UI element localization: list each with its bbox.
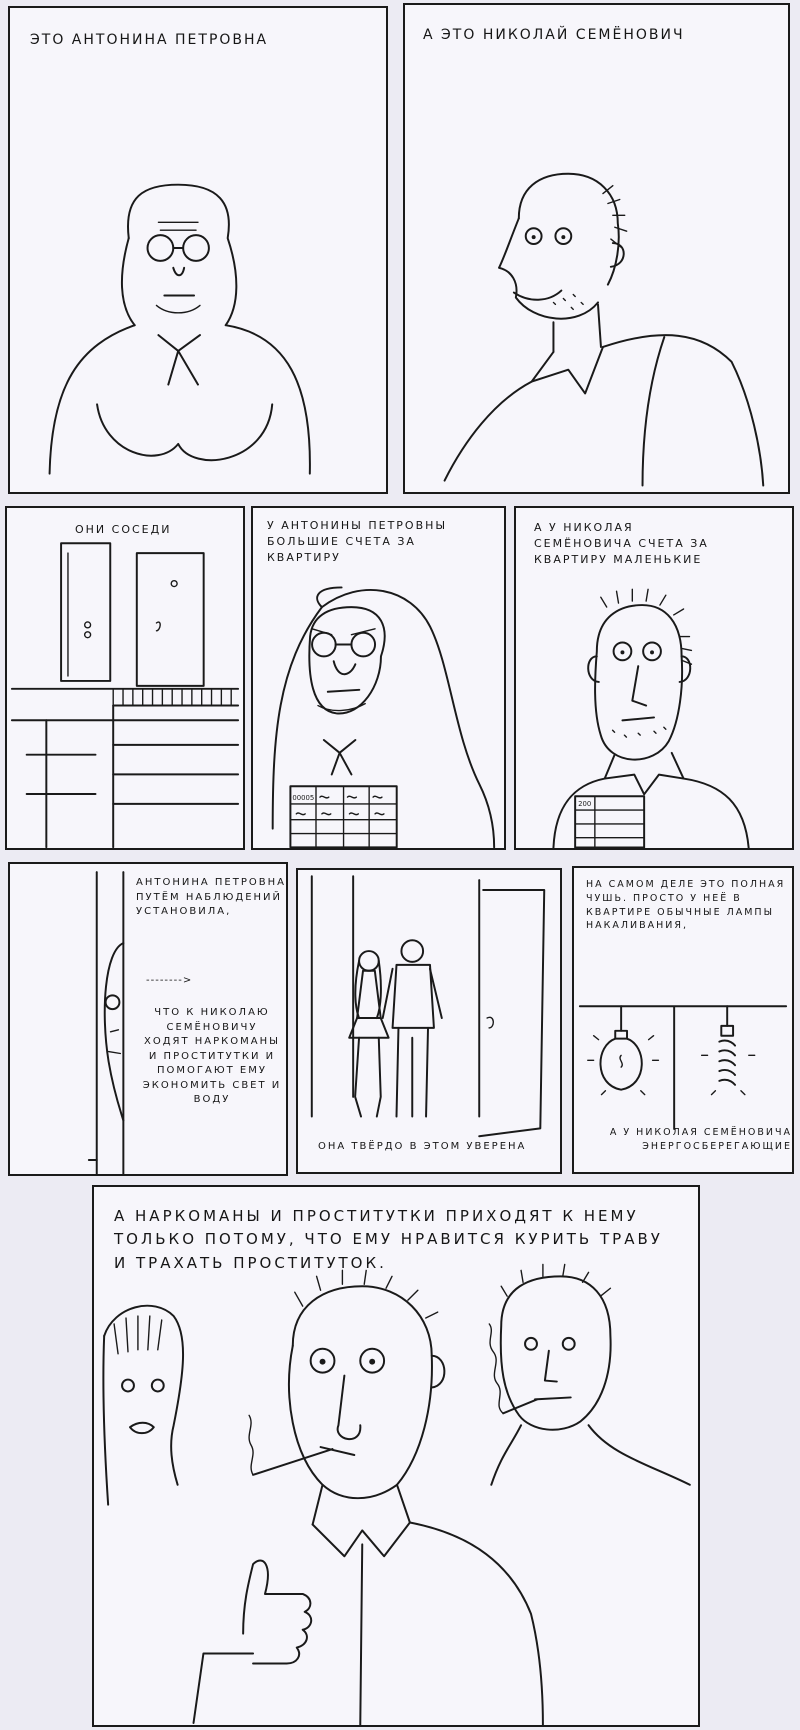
panel-nikolai-intro: А ЭТО НИКОЛАЙ СЕМЁНОВИЧ	[403, 3, 790, 494]
panel-finale: А НАРКОМАНЫ И ПРОСТИТУТКИ ПРИХОДЯТ К НЕМ…	[92, 1185, 700, 1727]
nikolai-with-small-bill: 200	[552, 588, 750, 848]
caption-antonina-intro: ЭТО АНТОНИНА ПЕТРОВНА	[30, 32, 269, 48]
caption-bulbs-top: НА САМОМ ДЕЛЕ ЭТО ПОЛНАЯ ЧУШЬ. ПРОСТО У …	[586, 879, 786, 932]
panel-bulbs: НА САМОМ ДЕЛЕ ЭТО ПОЛНАЯ ЧУШЬ. ПРОСТО У …	[572, 866, 794, 1174]
bill-amount-big: 00005	[292, 794, 314, 802]
nikolai-portrait	[443, 172, 765, 487]
panel-antonina-bills: 00005 У АНТОНИНЫ ПЕТРОВНЫ БОЛЬШИЕ СЧЕТА …	[251, 506, 506, 850]
panel-antonina-observes: АНТОНИНА ПЕТРОВНА ПУТЁМ НАБЛЮДЕНИЙ УСТАН…	[8, 862, 288, 1176]
caption-neighbors: ОНИ СОСЕДИ	[75, 523, 172, 536]
bill-amount-small: 200	[578, 800, 591, 808]
caption-observes-bottom: ЧТО К НИКОЛАЮ СЕМЁНОВИЧУ ХОДЯТ НАРКОМАНЫ…	[142, 1007, 282, 1105]
caption-nikolai-bills: А У НИКОЛАЯ СЕМЁНОВИЧА СЧЕТА ЗА КВАРТИРУ…	[534, 521, 709, 566]
caption-antonina-bills: У АНТОНИНЫ ПЕТРОВНЫ БОЛЬШИЕ СЧЕТА ЗА КВА…	[267, 519, 448, 564]
couple-entering-door-drawing	[310, 875, 546, 1138]
caption-bulbs-bottom: А У НИКОЛАЯ СЕМЁНОВИЧА ЭНЕРГОСБЕРЕГАЮЩИЕ	[609, 1127, 792, 1152]
incandescent-bulb-icon	[587, 1005, 660, 1096]
caption-observes-top: АНТОНИНА ПЕТРОВНА ПУТЁМ НАБЛЮДЕНИЙ УСТАН…	[136, 877, 286, 917]
caption-nikolai-intro: А ЭТО НИКОЛАЙ СЕМЁНОВИЧ	[423, 27, 685, 43]
panel-she-is-sure: ОНА ТВЁРДО В ЭТОМ УВЕРЕНА	[296, 868, 562, 1174]
caption-finale: А НАРКОМАНЫ И ПРОСТИТУТКИ ПРИХОДЯТ К НЕМ…	[114, 1207, 663, 1272]
neighbors-doors-drawing	[10, 542, 240, 848]
antonina-peeking-drawing	[87, 871, 125, 1174]
antonina-with-big-bill: 00005	[271, 586, 496, 848]
antonina-portrait	[48, 183, 311, 475]
panel-antonina-intro: ЭТО АНТОНИНА ПЕТРОВНА	[8, 6, 388, 494]
energy-saving-bulb-icon	[700, 1005, 756, 1096]
caption-she-is-sure: ОНА ТВЁРДО В ЭТОМ УВЕРЕНА	[318, 1141, 527, 1152]
panel-neighbors: ОНИ СОСЕДИ	[5, 506, 245, 850]
finale-trio-drawing	[102, 1263, 691, 1725]
light-bulbs-drawing	[578, 1005, 788, 1130]
caption-observes-arrow: -------->	[146, 975, 193, 986]
panel-nikolai-bills: 200 А У НИКОЛАЯ СЕМЁНОВИЧА СЧЕТА ЗА КВАР…	[514, 506, 794, 850]
